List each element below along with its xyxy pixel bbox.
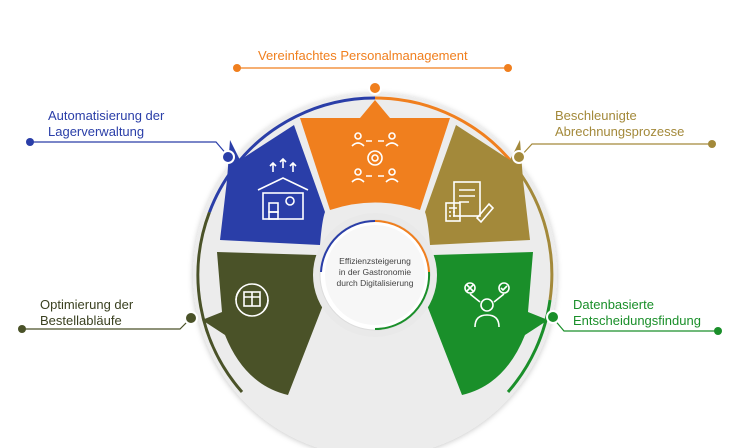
team-process-icon [351, 132, 399, 183]
abrechnung-arc [515, 167, 554, 301]
label-daten: Datenbasierte Entscheidungsfindung [573, 297, 701, 328]
center-arc-green [374, 271, 431, 331]
segment-bestell [202, 252, 325, 395]
order-cycle-icon [235, 283, 269, 317]
label-abrechnung: Beschleunigte Abrechnungsprozesse [555, 108, 685, 139]
center-label: Effizienzsteigerung in der Gastronomie d… [336, 256, 414, 288]
warehouse-icon [257, 157, 309, 220]
center-arc-blue [320, 219, 376, 273]
segment-abrechnung [425, 125, 530, 245]
segment-lager [220, 125, 325, 245]
invoice-calculator-icon [445, 181, 495, 224]
center-arc-orange [374, 219, 430, 273]
label-lager: Automatisierung der Lagerverwaltung [48, 108, 165, 139]
connector-personal [233, 64, 512, 95]
decision-person-icon [464, 282, 510, 328]
connector-lager [26, 138, 235, 164]
label-bestell: Optimierung der Bestellabläufe [40, 297, 134, 328]
center-disc [325, 225, 425, 325]
connector-daten [546, 310, 722, 335]
label-personal: Vereinfachtes Personalmanagement [258, 48, 468, 63]
bestell-arc [196, 211, 244, 393]
segment-daten [425, 252, 548, 395]
connector-bestell [18, 311, 198, 333]
daten-arc [506, 299, 552, 393]
personal-arc [374, 96, 518, 170]
lager-arc-2 [232, 96, 376, 170]
connector-abrechnung [512, 140, 716, 164]
